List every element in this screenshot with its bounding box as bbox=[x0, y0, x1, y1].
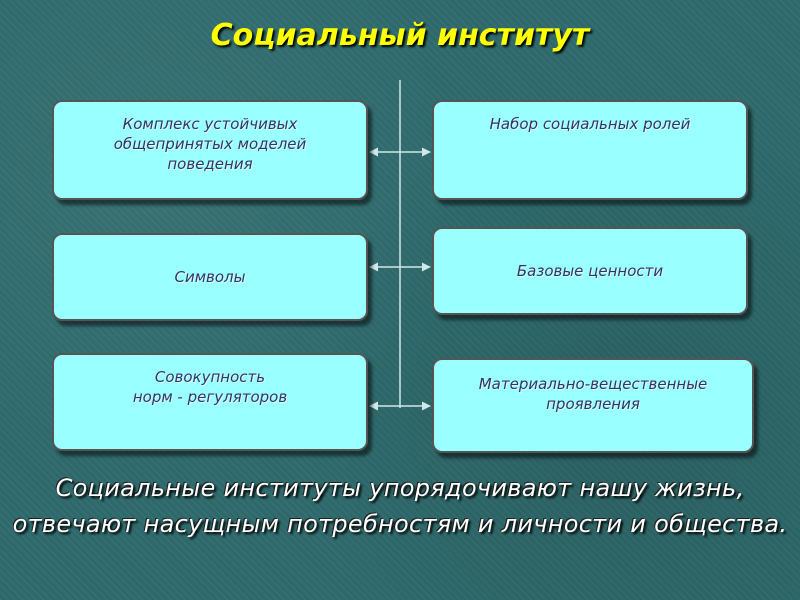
box-material-manifestations-text: Материально-вещественные проявления bbox=[478, 375, 708, 413]
box-symbols: Символы bbox=[52, 233, 368, 321]
box-material-manifestations: Материально-вещественные проявления bbox=[432, 358, 754, 453]
box-social-roles: Набор социальных ролей bbox=[432, 100, 748, 200]
box-symbols-text: Символы bbox=[174, 268, 246, 286]
footer-statement: Социальные институты упорядочивают нашу … bbox=[12, 474, 788, 538]
box-basic-values: Базовые ценности bbox=[432, 227, 748, 315]
box-behavior-models: Комплекс устойчивых общепринятых моделей… bbox=[52, 100, 368, 200]
box-norms-regulators: Совокупность норм - регуляторов bbox=[52, 353, 368, 451]
box-behavior-models-text: Комплекс устойчивых общепринятых моделей… bbox=[113, 115, 307, 173]
box-social-roles-text: Набор социальных ролей bbox=[489, 115, 691, 133]
slide-title: Социальный институт bbox=[210, 18, 590, 53]
box-basic-values-text: Базовые ценности bbox=[516, 262, 664, 280]
box-norms-regulators-text: Совокупность норм - регуляторов bbox=[132, 368, 288, 406]
